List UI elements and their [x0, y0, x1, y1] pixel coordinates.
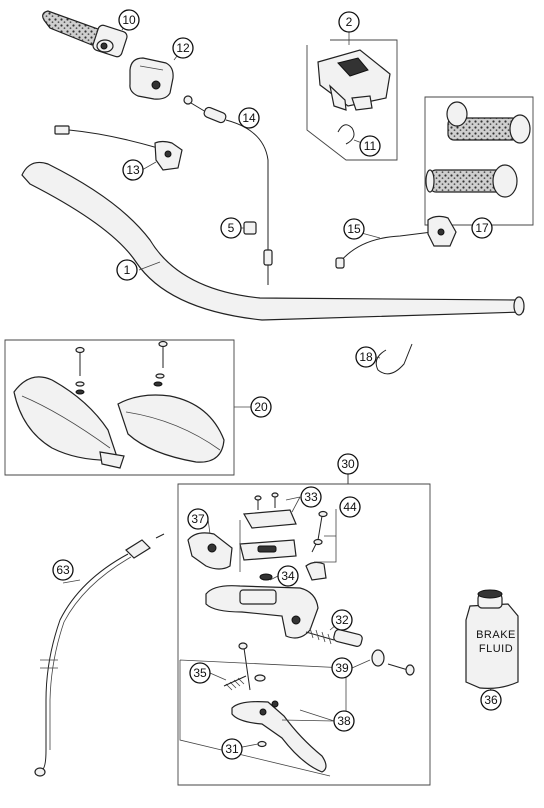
callout-36: 36 — [480, 689, 502, 711]
lever-bolt — [238, 642, 266, 691]
callout-11: 11 — [359, 135, 381, 157]
callout-label: 38 — [337, 714, 351, 728]
callout-35: 35 — [189, 662, 211, 684]
callout-label: 5 — [228, 221, 235, 235]
bolts-44 — [305, 510, 328, 581]
callout-label: 10 — [122, 13, 136, 27]
grip-left — [446, 101, 531, 144]
callout-17: 17 — [471, 217, 493, 239]
cable-tie-11 — [337, 124, 355, 145]
callout-5: 5 — [220, 217, 242, 239]
handguard-frame — [4, 339, 235, 476]
callout-37: 37 — [187, 508, 209, 530]
callout-13: 13 — [122, 159, 144, 181]
callout-15: 15 — [343, 218, 365, 240]
callout-label: 35 — [193, 666, 207, 680]
callout-44: 44 — [339, 496, 361, 518]
callout-label: 17 — [475, 221, 489, 235]
callout-63: 63 — [52, 559, 74, 581]
callout-20: 20 — [250, 396, 272, 418]
switch-frame — [306, 39, 398, 161]
bottle-label-line2: FLUID — [479, 643, 513, 655]
callout-label: 18 — [359, 350, 373, 364]
callout-label: 30 — [341, 457, 355, 471]
callout-32: 32 — [331, 609, 353, 631]
brake-fluid-bottle: BRAKE FLUID — [465, 589, 519, 689]
callout-label: 14 — [242, 111, 256, 125]
callout-label: 36 — [484, 693, 498, 707]
callout-label: 20 — [254, 400, 268, 414]
callout-label: 33 — [304, 490, 318, 504]
callout-30: 30 — [337, 453, 359, 475]
handlebar — [21, 161, 525, 321]
callout-label: 32 — [335, 613, 349, 627]
clamp-37 — [187, 532, 233, 570]
callout-label: 31 — [225, 742, 239, 756]
handlebar-switch — [317, 49, 391, 111]
callout-38: 38 — [333, 710, 355, 732]
callout-31: 31 — [221, 738, 243, 760]
clutch-cable-63 — [34, 533, 165, 777]
callout-label: 2 — [346, 15, 353, 29]
throttle-housing-cover — [129, 57, 174, 100]
callout-2: 2 — [338, 11, 360, 33]
handguard-left — [13, 376, 125, 469]
grip-set-frame — [424, 96, 534, 226]
cable-tie-18 — [375, 343, 413, 375]
callout-label: 11 — [364, 139, 377, 153]
stop-switch-13 — [54, 125, 183, 171]
callout-label: 1 — [124, 263, 131, 277]
cable-nipple-5 — [243, 221, 257, 235]
bushing-31 — [257, 740, 267, 748]
handguard-bolts — [75, 340, 168, 395]
callout-33: 33 — [300, 486, 322, 508]
callout-14: 14 — [238, 107, 260, 129]
callout-label: 15 — [347, 222, 361, 236]
callout-label: 13 — [126, 163, 140, 177]
callout-label: 39 — [335, 661, 349, 675]
piston-kit-32 — [305, 627, 363, 647]
throttle-grip — [42, 10, 128, 58]
callout-39: 39 — [331, 657, 353, 679]
callout-12: 12 — [172, 37, 194, 59]
callout-label: 44 — [343, 500, 357, 514]
throttle-cable-14 — [183, 95, 273, 285]
master-cylinder-body — [205, 573, 319, 639]
grip-right — [425, 164, 518, 198]
leader-lines — [62, 19, 492, 777]
cable-15 — [335, 215, 457, 269]
callout-10: 10 — [118, 9, 140, 31]
callout-label: 34 — [281, 569, 295, 583]
reservoir-cover-parts — [239, 492, 297, 561]
callout-1: 1 — [116, 259, 138, 281]
callout-34: 34 — [277, 565, 299, 587]
callout-label: 37 — [191, 512, 205, 526]
callout-18: 18 — [355, 346, 377, 368]
spring-35 — [223, 675, 247, 691]
bottle-label-line1: BRAKE — [476, 629, 516, 641]
callout-label: 12 — [176, 41, 190, 55]
brake-lever-38 — [231, 700, 327, 773]
handguard-right — [117, 394, 225, 463]
callout-label: 63 — [56, 563, 70, 577]
adjuster-39 — [371, 649, 415, 676]
